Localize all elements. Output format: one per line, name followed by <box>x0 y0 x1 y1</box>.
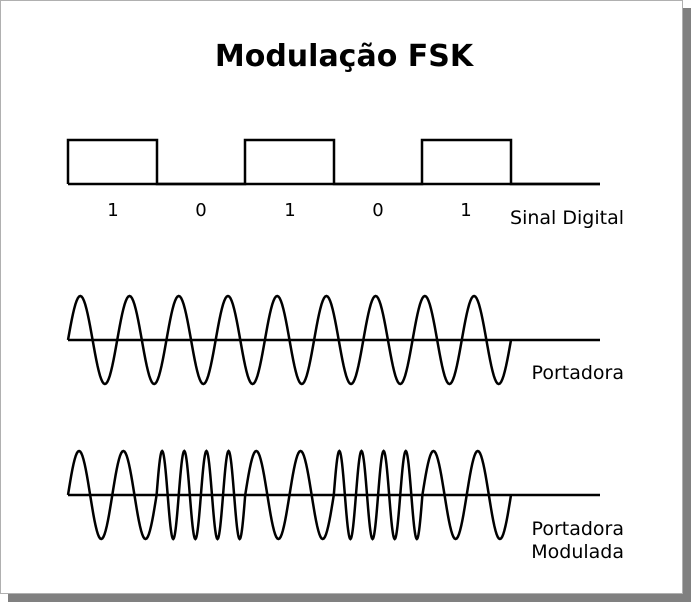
digital-signal-label: Sinal Digital <box>510 207 624 229</box>
bit-label-2: 0 <box>195 200 206 221</box>
bit-label-3: 1 <box>284 200 295 221</box>
digital-waveform <box>66 138 600 186</box>
digital-signal: 1 0 1 0 1 Sinal Digital <box>66 138 624 229</box>
modulated-label-line1: Portadora <box>532 518 624 540</box>
bit-label-5: 1 <box>460 200 471 221</box>
carrier-signal: Portadora <box>66 294 624 386</box>
diagram-title: Modulação FSK <box>215 39 475 74</box>
bit-label-4: 0 <box>372 200 383 221</box>
modulated-waveform <box>66 449 513 541</box>
modulated-label-line2: Modulada <box>531 541 624 563</box>
carrier-waveform <box>66 294 513 386</box>
carrier-label: Portadora <box>532 362 624 384</box>
bit-label-1: 1 <box>107 200 118 221</box>
modulated-signal: Portadora Modulada <box>66 449 624 563</box>
